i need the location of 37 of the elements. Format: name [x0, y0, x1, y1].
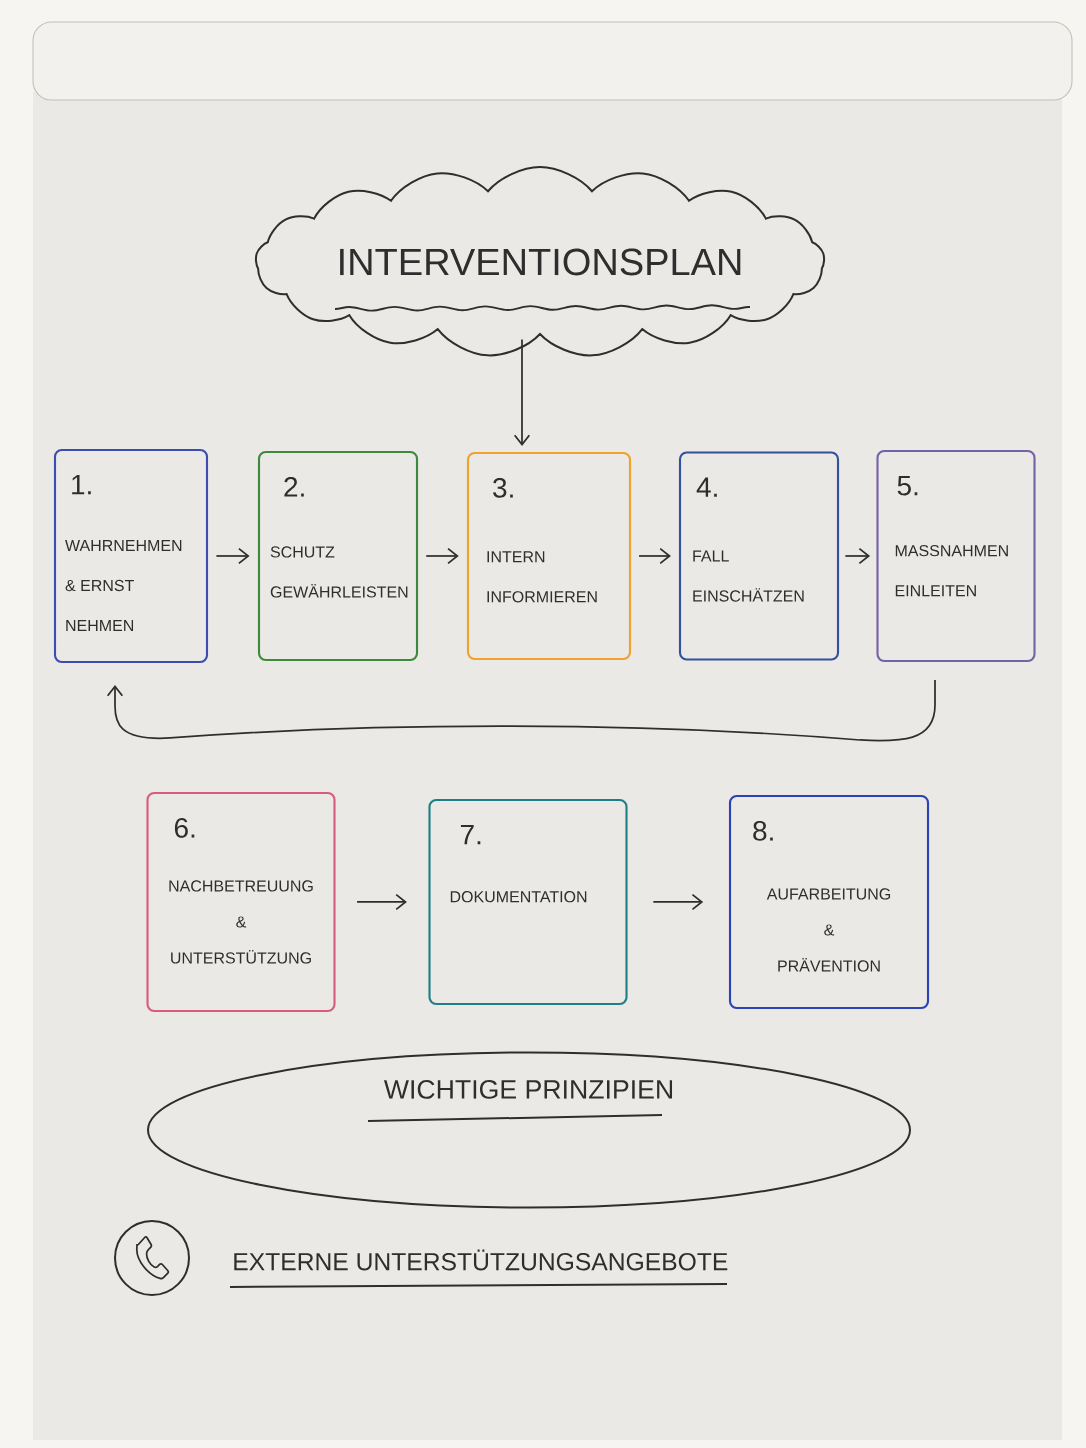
step-title: WAHRNEHMEN & ERNST NEHMEN	[65, 540, 182, 631]
step-title: INTERN INFORMIEREN	[487, 551, 597, 603]
arrow	[513, 338, 531, 446]
step-number: 1.	[72, 475, 91, 495]
process-box	[466, 451, 632, 661]
process-box	[728, 794, 930, 1010]
process-box	[257, 450, 419, 662]
step-number: 3.	[493, 478, 513, 498]
step-number: 8.	[753, 821, 773, 841]
step-title: NACHBETREUUNG & UNTERSTÜTZUNG	[169, 880, 313, 964]
process-box	[146, 791, 336, 1013]
step-title: AUFARBEITUNG & PRÄVENTION	[766, 888, 891, 972]
step-number: 6.	[174, 818, 195, 838]
arrow	[215, 547, 250, 565]
step-number: 4.	[696, 477, 717, 497]
curved-arrow	[106, 679, 936, 742]
process-box	[876, 449, 1036, 663]
arrow	[638, 547, 671, 565]
arrow	[844, 547, 871, 565]
step-title: FALL EINSCHÄTZEN	[693, 550, 804, 602]
step-number: 7.	[460, 825, 481, 845]
arrow	[425, 547, 459, 565]
title-text: INTERVENTIONSPLAN	[340, 248, 741, 276]
section-heading: WICHTIGE PRINZIPIEN	[383, 1080, 672, 1099]
step-number: 5.	[897, 476, 918, 496]
process-box	[53, 448, 209, 664]
arrow	[652, 893, 704, 911]
section-heading: EXTERNE UNTERSTÜTZUNGSANGEBOTE	[234, 1249, 728, 1271]
process-box	[428, 798, 628, 1006]
process-box	[678, 451, 840, 661]
step-title: MASSNAHMEN EINLEITEN	[895, 545, 1008, 597]
step-title: DOKUMENTATION	[450, 891, 587, 903]
cloud-shape	[254, 166, 826, 357]
step-number: 2.	[284, 477, 304, 497]
oval-frame	[147, 1051, 911, 1209]
arrow	[356, 893, 407, 911]
step-title: SCHUTZ GEWÄHRLEISTEN	[270, 546, 408, 598]
